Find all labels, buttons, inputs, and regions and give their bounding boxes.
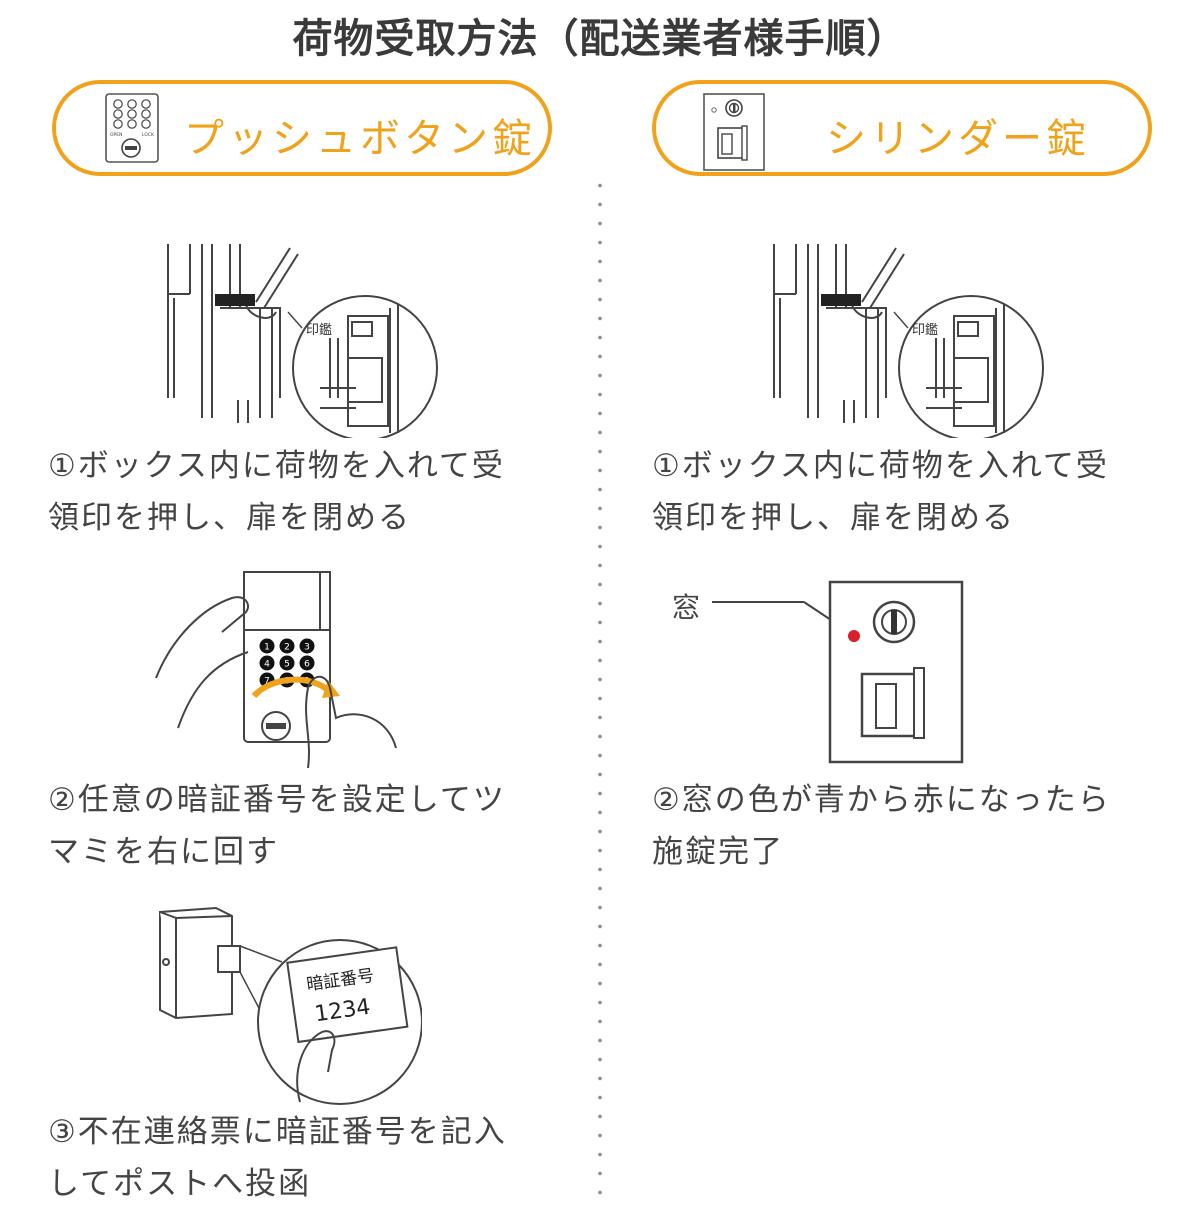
left-step3-line2: してポストへ投函 [48,1166,312,1202]
right-step2-line1: ②窓の色が青から赤になったら [652,782,1111,818]
cylinder-lock-title: シリンダー錠 [826,116,1090,162]
svg-text:LOCK: LOCK [142,132,155,138]
right-step2-illustration [706,578,968,768]
cylinder-lock-icon [702,92,766,176]
left-step3-illustration: 暗証番号 1234 [152,902,422,1112]
left-step2-line2: マミを右に回す [48,834,279,870]
svg-text:OPEN: OPEN [110,132,122,138]
right-step2-text: ②窓の色が青から赤になったら 施錠完了 [652,774,1111,878]
column-divider [598,176,602,1200]
left-step3-line1: ③不在連絡票に暗証番号を記入 [48,1114,507,1150]
keypad-key-label: 1 [264,643,270,653]
keypad-key-label: 3 [304,643,310,653]
keypad-key-1 [259,638,275,654]
right-step2-line2: 施錠完了 [652,834,784,870]
svg-text:印鑑: 印鑑 [912,322,938,338]
left-step1-line2: 領印を押し、扉を閉める [48,500,411,536]
right-step1-illustration: 印鑑 [766,238,1056,438]
left-step1-text: ①ボックス内に荷物を入れて受 領印を押し、扉を閉める [48,440,505,544]
keypad-key-2 [279,638,295,654]
keypad-key-5 [279,655,295,671]
keypad-key-label: 5 [284,660,290,670]
svg-text:印鑑: 印鑑 [306,322,332,338]
right-step1-line1: ①ボックス内に荷物を入れて受 [652,448,1109,484]
left-step3-text: ③不在連絡票に暗証番号を記入 してポストへ投函 [48,1106,507,1210]
keypad-key-3 [299,638,315,654]
keypad-key-4 [259,655,275,671]
lock-window-indicator [848,630,860,642]
page-title: 荷物受取方法（配送業者様手順） [292,16,908,62]
keypad-key-label: 7 [264,677,270,687]
keypad-key-6 [299,655,315,671]
keypad-key-label: 6 [304,660,310,670]
left-step2-text: ②任意の暗証番号を設定してツ マミを右に回す [48,774,506,878]
cylinder-lock-header: シリンダー錠 [652,80,1152,176]
right-step1-line2: 領印を押し、扉を閉める [652,500,1015,536]
left-step2-line1: ②任意の暗証番号を設定してツ [48,782,506,818]
push-button-lock-title: プッシュボタン錠 [184,116,536,162]
left-step1-line1: ①ボックス内に荷物を入れて受 [48,448,505,484]
window-label: 窓 [672,591,701,624]
left-step1-illustration: 印鑑 [160,238,450,438]
keypad-key-label: 4 [264,660,270,670]
keypad-key-label: 2 [284,643,290,653]
push-button-lock-icon: OPEN LOCK [104,92,160,168]
push-button-lock-header: OPEN LOCK プッシュボタン錠 [52,80,552,176]
right-step1-text: ①ボックス内に荷物を入れて受 領印を押し、扉を閉める [652,440,1109,544]
